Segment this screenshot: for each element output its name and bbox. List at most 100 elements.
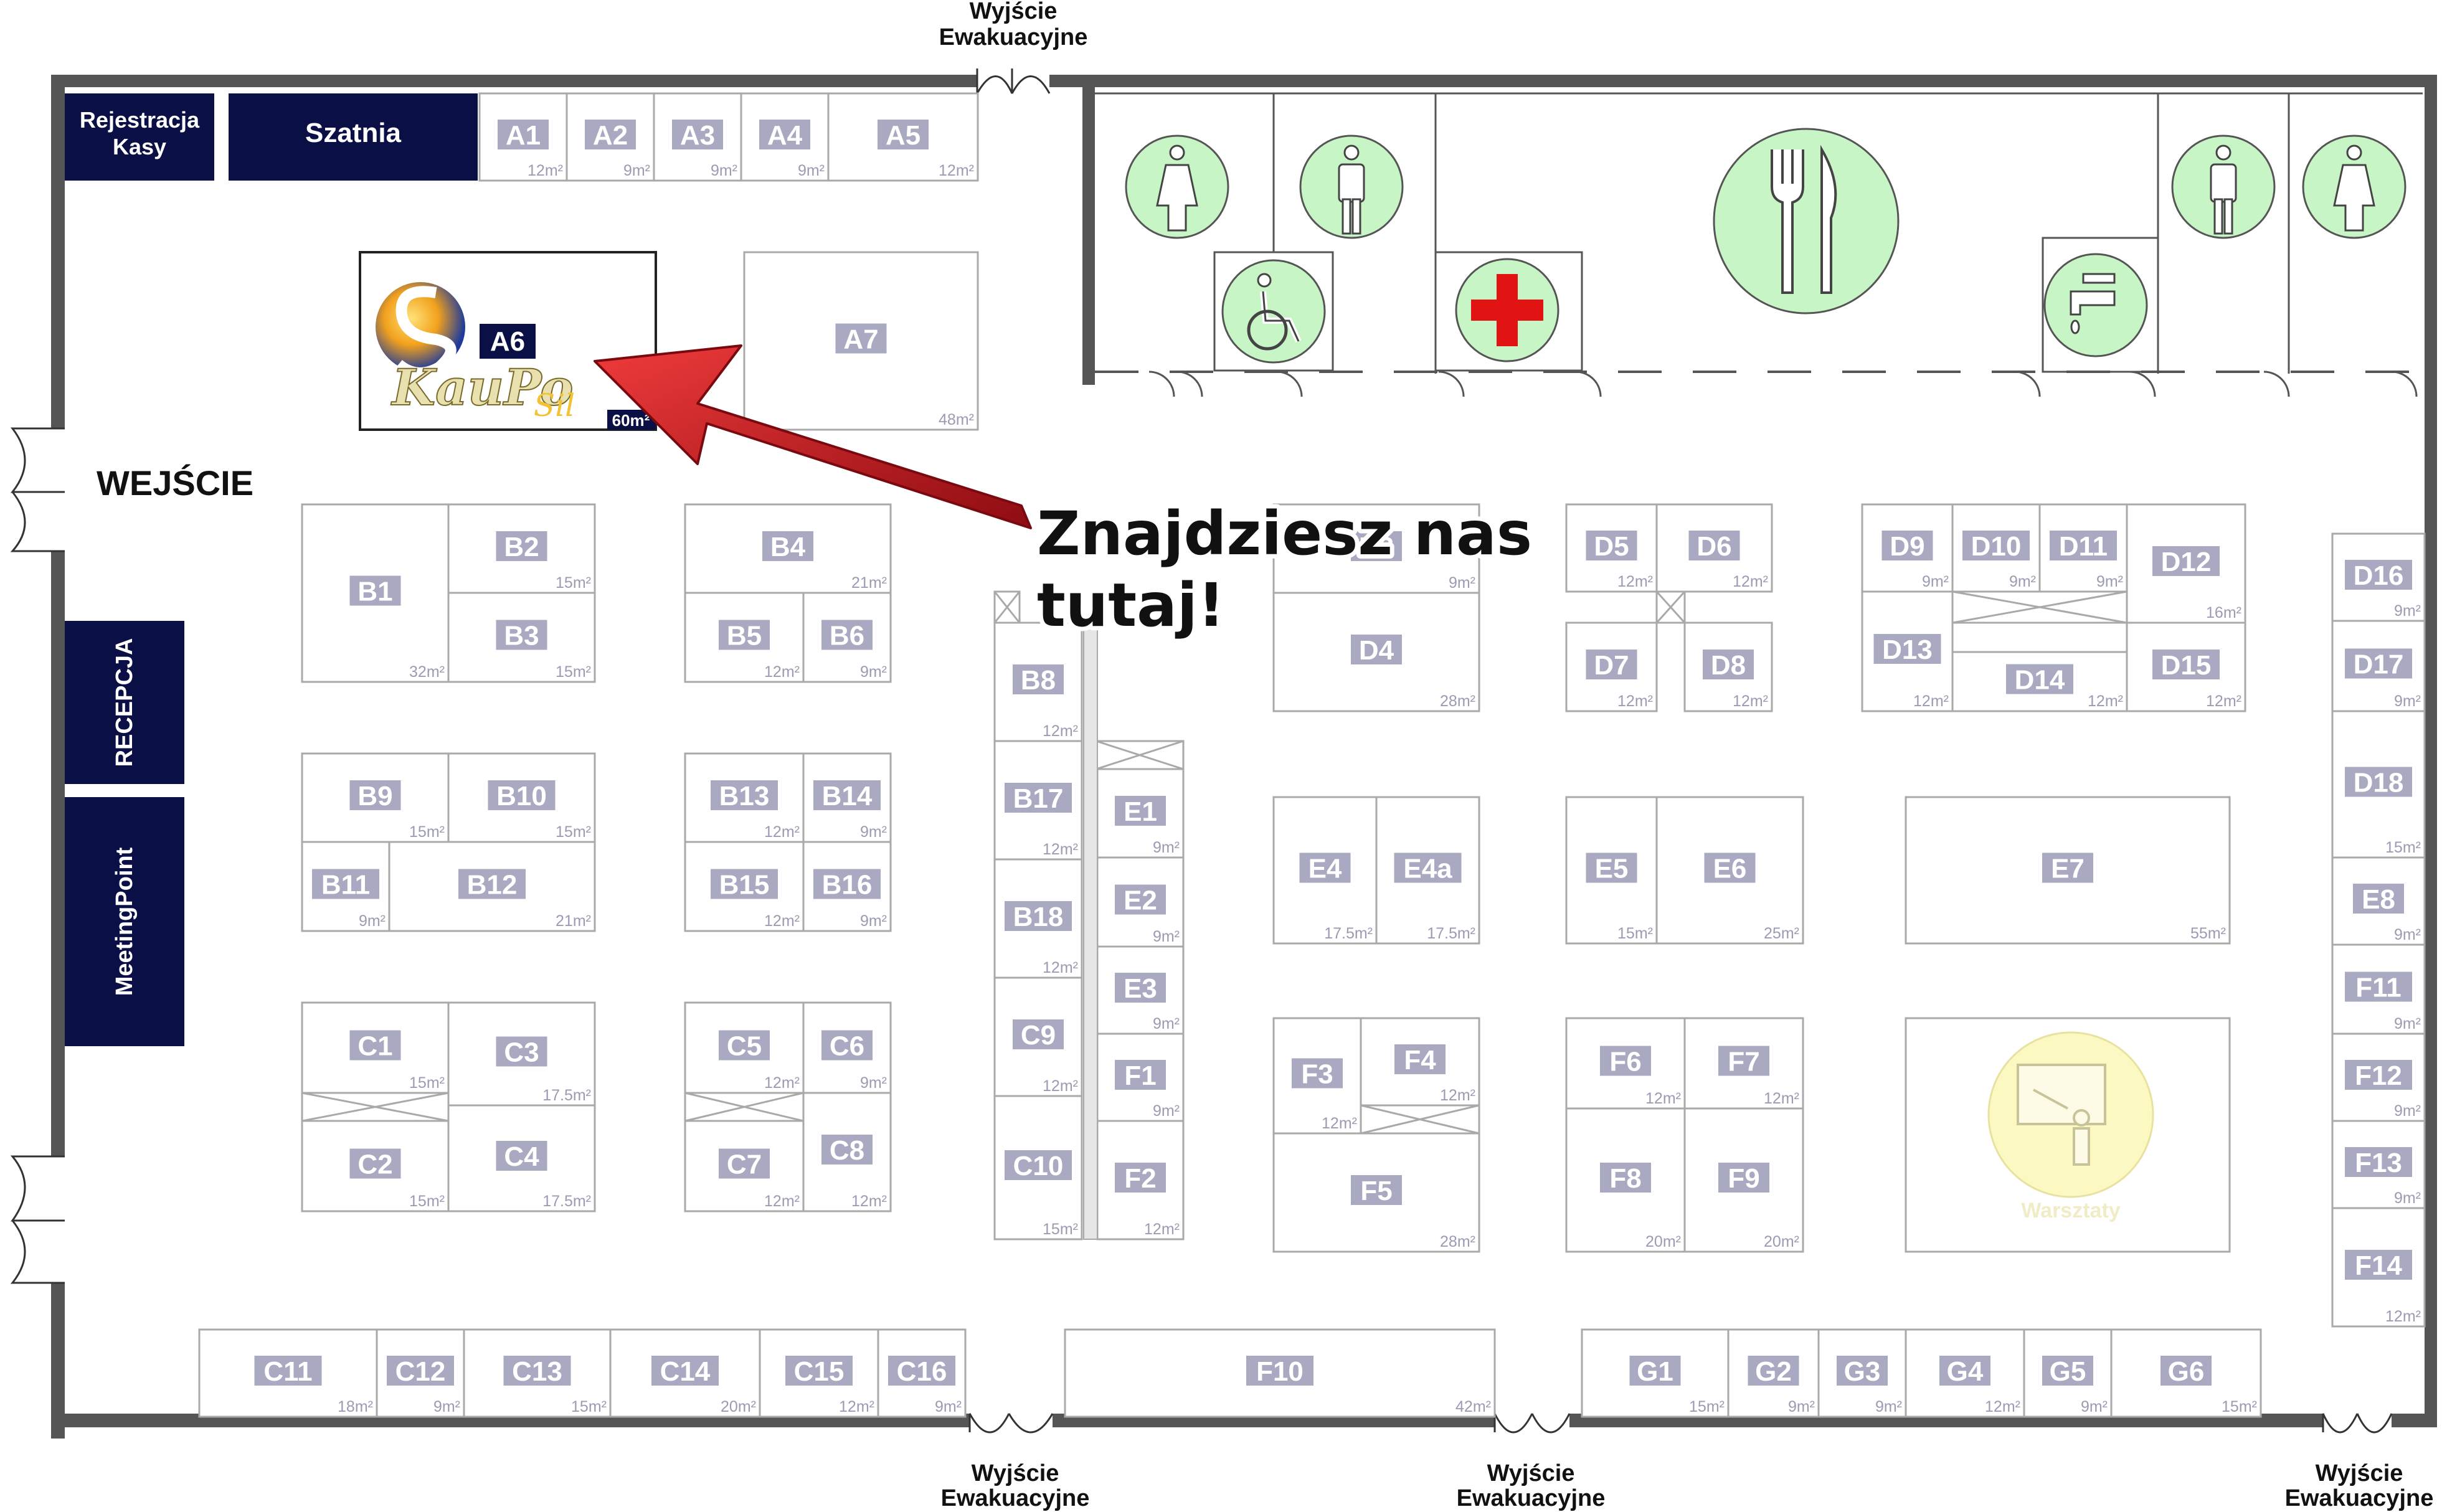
svg-text:Szatnia: Szatnia (305, 118, 402, 148)
booth-area: 15m² (409, 823, 445, 841)
empty-cells (301, 590, 2128, 1135)
booth-code: B5 (727, 621, 762, 651)
booth-area: 12m² (1043, 722, 1078, 740)
booth-code: F8 (1609, 1163, 1641, 1194)
booth-area: 9m² (860, 1074, 887, 1092)
booth-code: F12 (2355, 1061, 2402, 1091)
booth-code: F6 (1609, 1047, 1641, 1077)
booth-area: 12m² (764, 912, 800, 930)
booth-code: F11 (2355, 973, 2401, 1003)
exit-label-top: Wyjście Ewakuacyjne (939, 0, 1088, 50)
booth-code: D18 (2354, 768, 2404, 798)
entrance-label: WEJŚCIE (97, 463, 253, 503)
booth-code: B13 (719, 781, 770, 811)
booth-area: 15m² (1043, 1221, 1078, 1238)
booth-label-bg (888, 1356, 955, 1386)
booth-code: D16 (2354, 560, 2404, 591)
registration-desk: Rejestracja Kasy (65, 93, 214, 181)
booth-area: 15m² (556, 574, 591, 592)
booth-code: B6 (830, 621, 864, 651)
svg-text:Wyjście: Wyjście (972, 1460, 1059, 1486)
booths-layer: A112m²A29m²A39m²A49m²A512m²A748m²B132m²B… (198, 92, 2426, 1418)
booth-area: 9m² (1153, 1102, 1180, 1120)
booth-label-bg (1688, 531, 1740, 560)
booth-code: C9 (1021, 1020, 1056, 1051)
presentation-icon (2017, 1064, 2106, 1166)
booth-C6: C6 9m² (802, 1001, 892, 1094)
svg-text:MeetingPoint: MeetingPoint (111, 847, 138, 996)
booth-code: D13 (1882, 635, 1933, 665)
booth-code: F9 (1728, 1163, 1759, 1194)
booth-area: 9m² (1153, 839, 1180, 856)
booth-area: 16m² (2206, 604, 2241, 621)
booth-label-bg (498, 120, 549, 149)
booth-label-bg (496, 1141, 547, 1171)
booth-label-bg (2050, 531, 2117, 560)
booth-area: 48m² (939, 411, 974, 428)
booth-code: D8 (1711, 650, 1746, 681)
booth-area: 9m² (1922, 573, 1949, 590)
booth-area: 55m² (2190, 925, 2226, 942)
svg-text:Wyjście: Wyjście (970, 0, 1058, 24)
booth-area: 9m² (711, 162, 737, 179)
booth-area: 28m² (1440, 692, 1475, 710)
booth-code: F3 (1301, 1059, 1333, 1090)
booth-label-bg (1748, 1356, 1799, 1386)
booth-label-bg (813, 869, 881, 899)
booth-area: 9m² (2394, 1015, 2421, 1032)
booth-A4: A4 9m² (740, 92, 830, 182)
booth-area: 9m² (798, 162, 825, 179)
booth-label-bg (1351, 1175, 1402, 1205)
booth-label-bg (719, 1030, 770, 1061)
booth-code: C12 (395, 1356, 446, 1387)
booth-code: C5 (727, 1031, 762, 1062)
svg-text:KauPo: KauPo (391, 358, 574, 417)
workshop-area: Warsztaty (1905, 1017, 2231, 1253)
water-tap-icon (2043, 253, 2148, 357)
booth-label-bg (762, 531, 813, 561)
svg-text:tutaj!: tutaj! (1037, 570, 1225, 640)
booth-label-bg (496, 620, 547, 650)
booth-label-bg (1704, 853, 1756, 883)
booth-code: A4 (767, 120, 803, 151)
booth-code: E4 (1309, 854, 1342, 884)
booth-code: B4 (770, 532, 806, 562)
booth-label-bg (719, 620, 770, 650)
booth-code: F13 (2355, 1148, 2402, 1178)
booth-area: 9m² (860, 663, 887, 681)
booth-code: C16 (897, 1356, 947, 1387)
booth-area: 9m² (2394, 1189, 2421, 1207)
booth-code: C6 (830, 1031, 864, 1062)
booth-label-bg (1586, 531, 1637, 560)
booth-code: B9 (357, 781, 392, 811)
booth-label-bg (1005, 1150, 1072, 1180)
booth-label-bg (1115, 1163, 1166, 1193)
booth-label-bg (785, 1356, 853, 1386)
booth-code: A1 (506, 120, 541, 151)
booth-code: D11 (2059, 531, 2108, 562)
booth-F11: F11 9m² (2331, 943, 2426, 1035)
booth-code: E7 (2051, 854, 2085, 884)
booth-code: F14 (2355, 1250, 2402, 1281)
